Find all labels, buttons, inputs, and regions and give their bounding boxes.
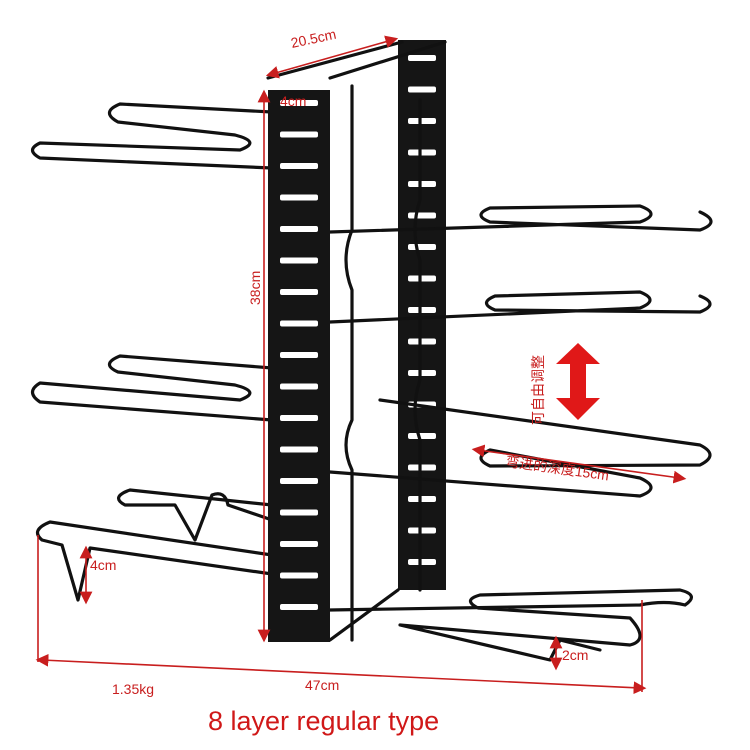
arm-depth-label: 弯进的深度15cm [505, 453, 610, 483]
panel-slot [280, 226, 318, 232]
panel-slot [280, 100, 318, 106]
panel-slot [280, 509, 318, 516]
panel-slot [280, 415, 318, 421]
panel-slot [408, 338, 436, 345]
panel-slot [280, 289, 318, 295]
panel-slot [408, 559, 436, 565]
panel-slot [280, 352, 318, 358]
panel-slot [280, 604, 318, 610]
panel-slot [408, 527, 436, 534]
left-arms [30, 102, 274, 602]
total-width-label: 47cm [305, 677, 339, 693]
top-width-label: 20.5cm [289, 26, 337, 51]
adjust-arrow-icon [556, 343, 600, 420]
product-title: 8 layer regular type [208, 706, 439, 736]
slot-gap-label: 4cm [280, 93, 306, 109]
panel-slot [408, 149, 436, 156]
panel-slot [408, 275, 436, 282]
panel-slot [280, 572, 318, 579]
panel-slot [408, 118, 436, 124]
adjustable-label: 可自由调整 [530, 355, 546, 425]
panel-slot [280, 320, 318, 327]
right-arms [328, 204, 713, 662]
panel-slot [280, 131, 318, 138]
panel-slot [280, 383, 318, 390]
dimension-lines [35, 35, 687, 695]
panel-slot [408, 464, 436, 471]
front-panel [268, 90, 330, 642]
left-dip-label: 4cm [90, 557, 116, 573]
height-label: 38cm [247, 271, 263, 305]
panel-slot [408, 86, 436, 93]
panel-slot [280, 163, 318, 169]
back-panel [398, 40, 446, 590]
panel-slot [280, 478, 318, 484]
panel-slot [408, 55, 436, 61]
panel-slot [280, 194, 318, 201]
panel-slot [408, 244, 436, 250]
panel-slot [408, 496, 436, 502]
panel-slot [408, 212, 436, 219]
panel-slot [408, 433, 436, 439]
panel-slot [408, 181, 436, 187]
panel-slot [280, 446, 318, 453]
panel-slot [408, 370, 436, 376]
panel-slot [408, 307, 436, 313]
panel-slot [280, 257, 318, 264]
right-dip-label: 2cm [562, 647, 588, 663]
weight-label: 1.35kg [112, 681, 154, 697]
panel-slot [280, 541, 318, 547]
